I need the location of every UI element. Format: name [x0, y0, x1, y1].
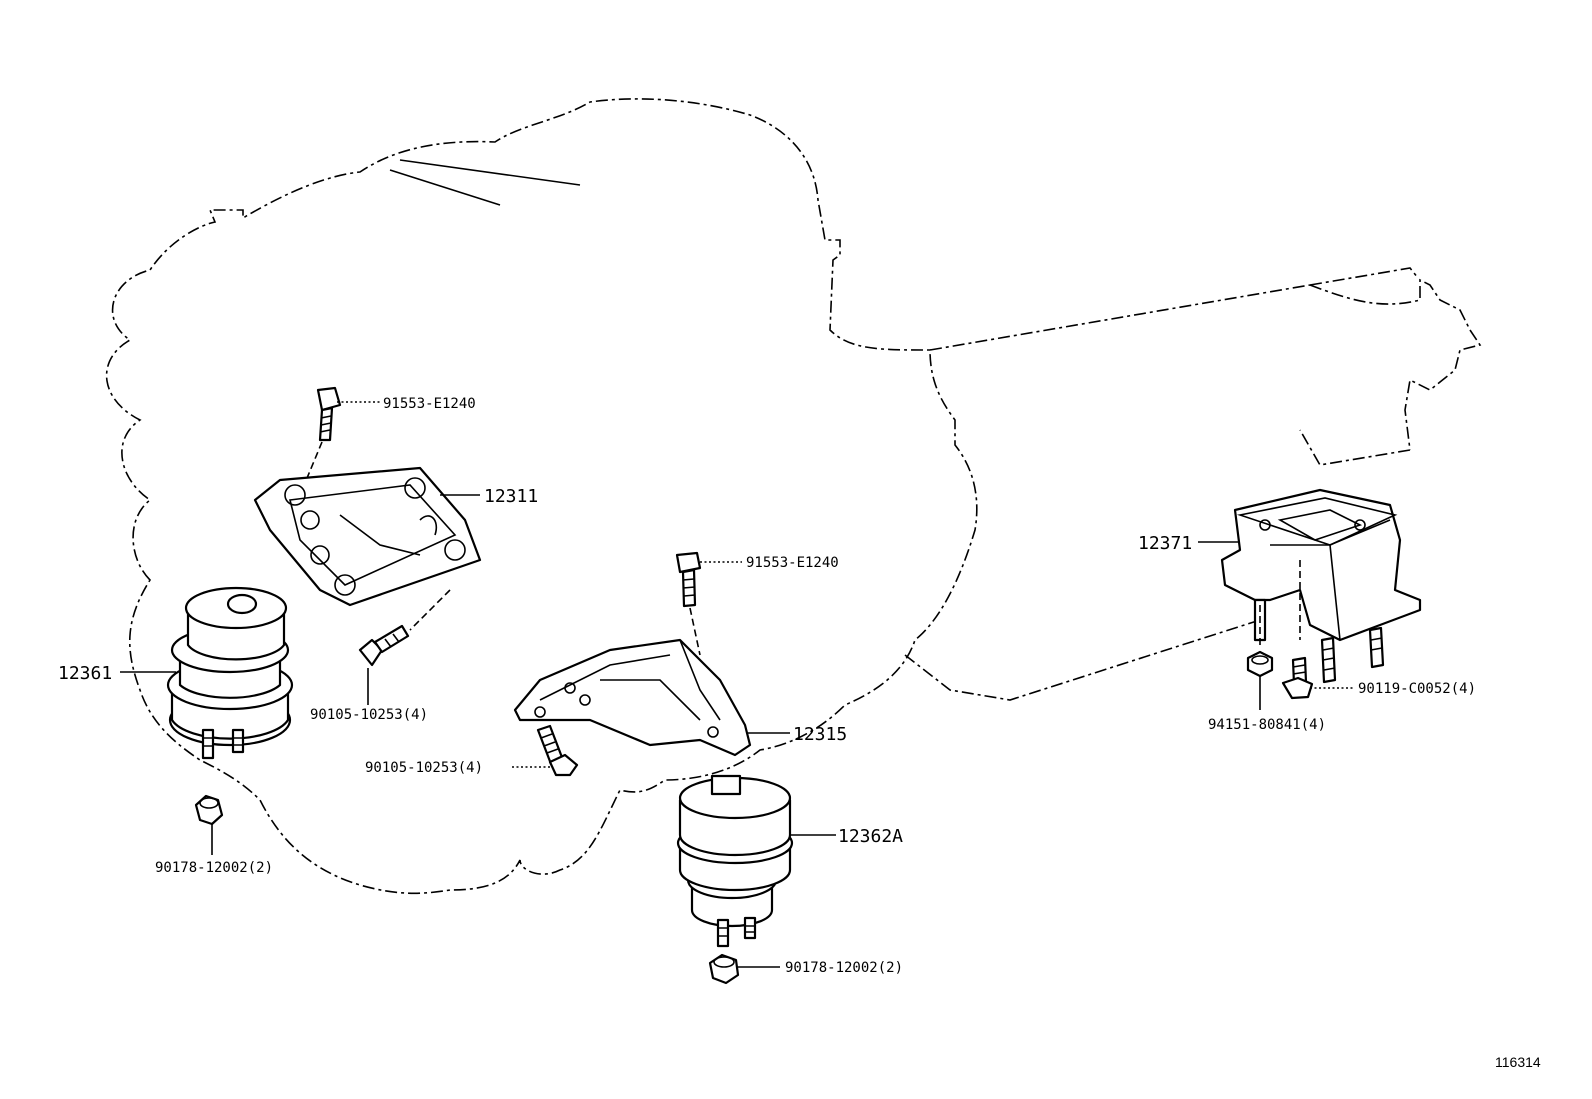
bracket-12311 [253, 466, 482, 607]
bolt-90119-rear [1281, 656, 1314, 700]
label-94151: 94151-80841(4) [1208, 717, 1326, 733]
label-91553-left: 91553-E1240 [383, 396, 476, 412]
mount-12361 [166, 586, 294, 760]
label-90105-center: 90105-10253(4) [365, 760, 483, 776]
bolt-90105-left [358, 589, 451, 667]
label-91553-center: 91553-E1240 [746, 555, 839, 571]
label-12311: 12311 [484, 486, 538, 507]
label-90178-left: 90178-12002(2) [155, 860, 273, 876]
label-12315: 12315 [793, 724, 847, 745]
label-90105-left: 90105-10253(4) [310, 707, 428, 723]
bolt-91553-left [299, 386, 342, 496]
nut-94151-rear [1246, 650, 1274, 710]
bolt-91553-center [675, 551, 702, 656]
mount-12371 [1220, 488, 1422, 684]
label-12361: 12361 [58, 663, 112, 684]
nut-90178-left [194, 794, 224, 855]
nut-90178-center [708, 953, 740, 985]
bracket-12315 [513, 638, 752, 757]
engine-ghost-outline [105, 98, 1482, 895]
label-90119: 90119-C0052(4) [1358, 681, 1476, 697]
figure-number: 116314 [1495, 1054, 1541, 1070]
label-90178-center: 90178-12002(2) [785, 960, 903, 976]
label-12371: 12371 [1138, 533, 1192, 554]
label-12362A: 12362A [838, 826, 903, 847]
mount-12362A [676, 774, 794, 948]
bolt-90105-center [536, 724, 579, 777]
